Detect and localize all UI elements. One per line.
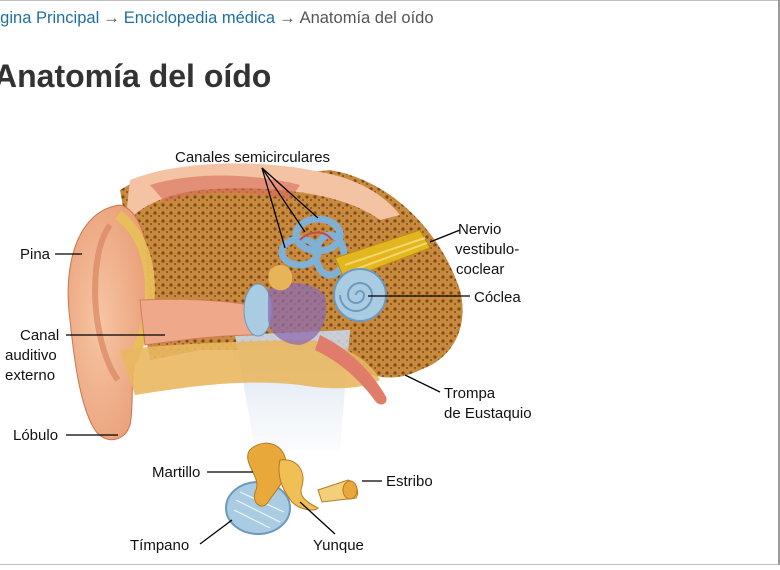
label-martillo: Martillo (152, 464, 200, 481)
label-nervio-line2: vestibulo- (455, 241, 519, 258)
middle-ear (268, 283, 327, 345)
label-coclea: Cóclea (474, 289, 521, 306)
label-canal-line1: Canal (20, 327, 59, 344)
label-trompa-line1: Trompa (444, 385, 496, 402)
ear-diagram: Canales semicirculares Nervio vestibulo-… (5, 149, 532, 554)
breadcrumb: ágina Principal→Enciclopedia médica→Anat… (0, 9, 434, 28)
cartilage (114, 210, 156, 368)
label-estribo: Estribo (386, 473, 433, 490)
breadcrumb-current: Anatomía del oído (299, 9, 434, 27)
label-canal-line3: externo (5, 367, 55, 384)
label-nervio-line3: coclear (456, 261, 504, 278)
breadcrumb-home-link[interactable]: ágina Principal (0, 9, 100, 27)
leader-lines (55, 167, 470, 545)
label-canal-line2: auditivo (5, 347, 57, 364)
eustachian-tube (315, 335, 387, 405)
tympanic-membrane (243, 283, 273, 337)
canal-inner (299, 231, 333, 241)
label-canales-semicirculares: Canales semicirculares (175, 149, 330, 166)
breadcrumb-separator: → (103, 9, 120, 27)
incus (278, 459, 319, 511)
ear-anatomy-illustration: Canales semicirculares Nervio vestibulo-… (0, 130, 780, 565)
label-timpano: Tímpano (130, 537, 189, 554)
window-right-edge (778, 0, 780, 565)
cochlea (333, 268, 387, 322)
label-lobulo: Lóbulo (13, 427, 58, 444)
canal-lower-bone (120, 340, 380, 395)
label-trompa-line2: de Eustaquio (444, 405, 532, 422)
page-title: Anatomía del oído (0, 58, 272, 94)
label-nervio-line1: Nervio (458, 221, 501, 238)
pinna-fold (92, 223, 121, 382)
ossicles-small (268, 265, 293, 291)
breadcrumb-encyclopedia-link[interactable]: Enciclopedia médica (123, 9, 276, 27)
malleus (247, 442, 287, 507)
tissue-red (150, 175, 300, 202)
label-yunque: Yunque (313, 537, 364, 554)
breadcrumb-separator: → (279, 9, 296, 27)
cochlea-spiral (339, 282, 374, 312)
label-pina: Pina (20, 246, 51, 263)
